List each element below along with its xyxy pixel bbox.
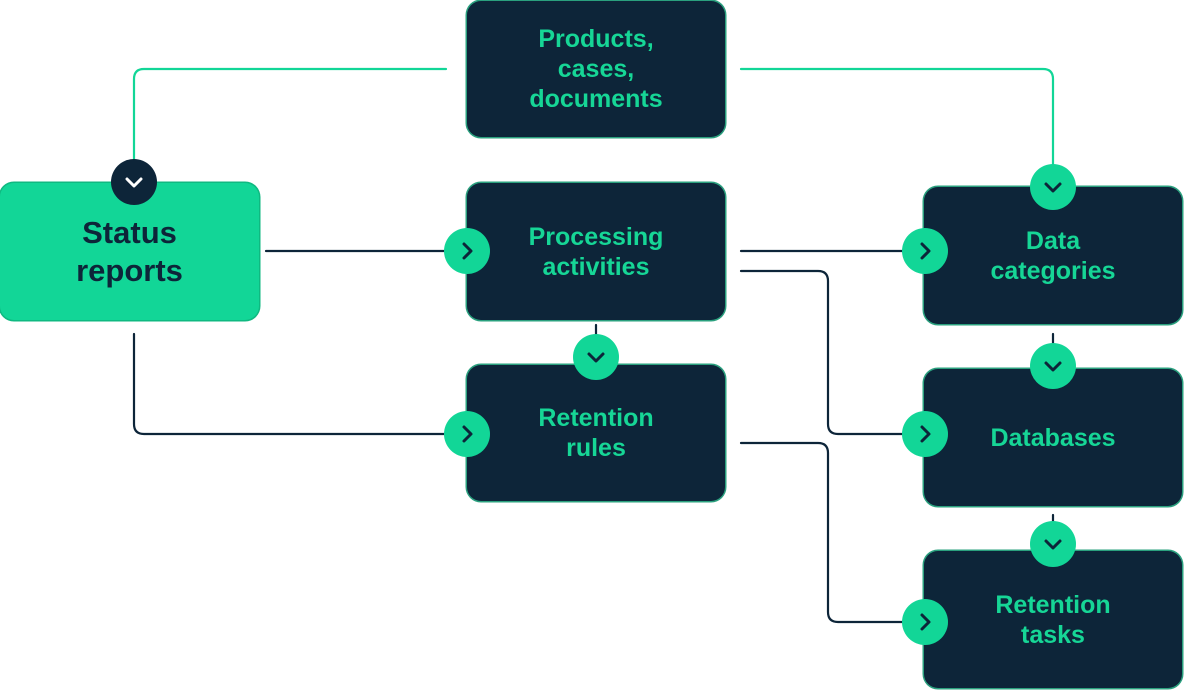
chevron-right-icon: [444, 228, 490, 274]
edge-status-retention-rules: [132, 332, 446, 436]
chevron-down-icon: [573, 334, 619, 380]
chevron-down-icon: [1030, 164, 1076, 210]
node-databases[interactable]: Databases: [924, 369, 1182, 506]
node-label: Retention tasks: [995, 590, 1111, 649]
node-products-cases-documents[interactable]: Products, cases, documents: [467, 1, 725, 137]
node-label: Databases: [990, 423, 1116, 452]
node-retention-tasks[interactable]: Retention tasks: [924, 551, 1182, 688]
node-label: Status reports: [76, 215, 183, 288]
chevron-right-icon: [902, 228, 948, 274]
chevron-down-icon: [111, 159, 157, 205]
node-status-reports[interactable]: Status reports: [0, 183, 259, 320]
chevron-down-icon: [1030, 343, 1076, 389]
node-label: Processing activities: [528, 222, 664, 281]
node-label: Products, cases, documents: [529, 25, 663, 113]
chevron-right-icon: [444, 411, 490, 457]
edge-processing-databases: [739, 269, 904, 436]
edge-products-data-categories: [739, 67, 1055, 172]
chevron-down-icon: [1030, 521, 1076, 567]
node-processing-activities[interactable]: Processing activities: [467, 183, 725, 320]
node-label: Data categories: [990, 226, 1116, 285]
chevron-right-icon: [902, 599, 948, 645]
node-label: Retention rules: [538, 404, 654, 462]
edge-retention-rules-retention-tasks: [739, 441, 904, 624]
chevron-right-icon: [902, 411, 948, 457]
node-retention-rules[interactable]: Retention rules: [467, 365, 725, 501]
edge-products-status: [132, 67, 448, 170]
